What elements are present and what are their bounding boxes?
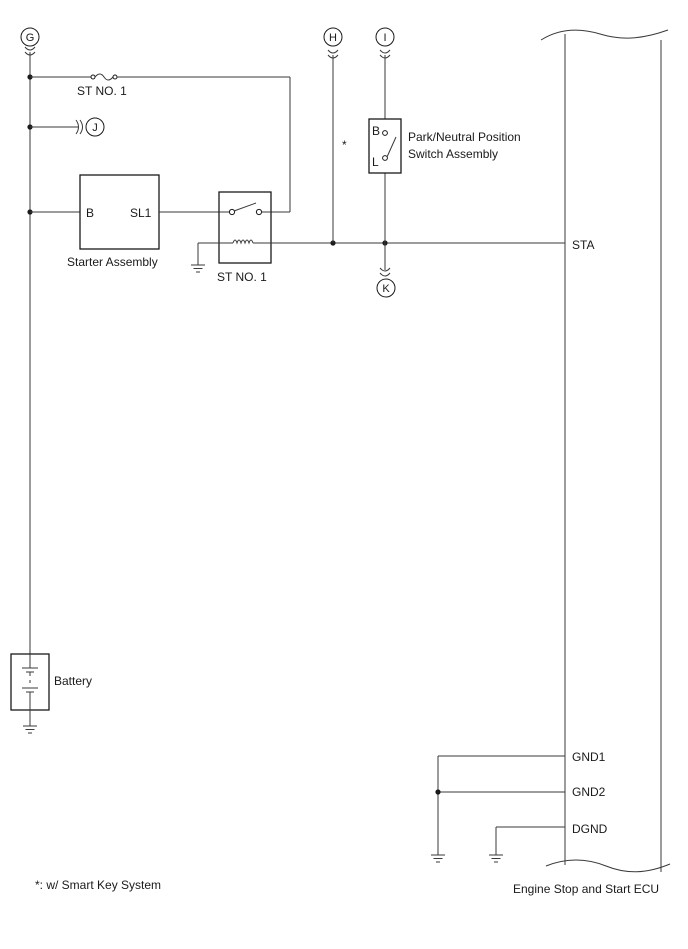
connector-k: K [376,278,396,298]
wire-h [327,49,339,243]
park-neutral-switch: B L [368,118,402,174]
wire-k [379,267,391,277]
pnp-switch-label-2: Switch Assembly [408,147,498,161]
relay-st-no1 [218,191,272,264]
ecu-body [540,29,671,873]
asterisk-note: * [342,138,347,152]
connector-j-label: J [92,122,98,134]
wire-gnd1-gnd2 [431,755,565,863]
starter-assembly-label: Starter Assembly [67,255,158,269]
battery [10,653,50,711]
wire-g-trunk [24,46,36,654]
connector-h: H [323,27,343,47]
connector-h-label: H [329,32,337,44]
pnp-pin-l: L [372,155,379,169]
connector-j: J [85,117,105,137]
relay-label: ST NO. 1 [217,270,267,284]
fuse-branch [30,73,291,213]
starter-pin-sl1: SL1 [130,206,152,220]
footnote: *: w/ Smart Key System [35,878,161,892]
battery-label: Battery [54,674,92,688]
connector-g-label: G [26,32,35,44]
starter-assembly: B SL1 [79,174,160,250]
connector-i-label: I [383,32,386,44]
battery-ground [23,710,37,734]
pnp-switch-label-1: Park/Neutral Position [408,130,521,144]
pnp-pin-b: B [372,124,380,138]
relay-coil-ground [191,242,219,273]
starter-pin-b: B [86,206,94,220]
ecu-pin-gnd1: GND1 [572,750,606,764]
ecu-pin-dgnd: DGND [572,822,608,836]
connector-g: G [20,27,40,47]
junction-dot [435,789,441,795]
connector-i: I [375,27,395,47]
connector-k-label: K [382,283,390,295]
ecu-label: Engine Stop and Start ECU [513,882,659,896]
fuse-label: ST NO. 1 [77,84,127,98]
ecu-pin-gnd2: GND2 [572,785,606,799]
wire-j-branch [30,119,83,135]
wire-dgnd [489,826,565,863]
ecu-pin-sta: STA [572,238,594,252]
